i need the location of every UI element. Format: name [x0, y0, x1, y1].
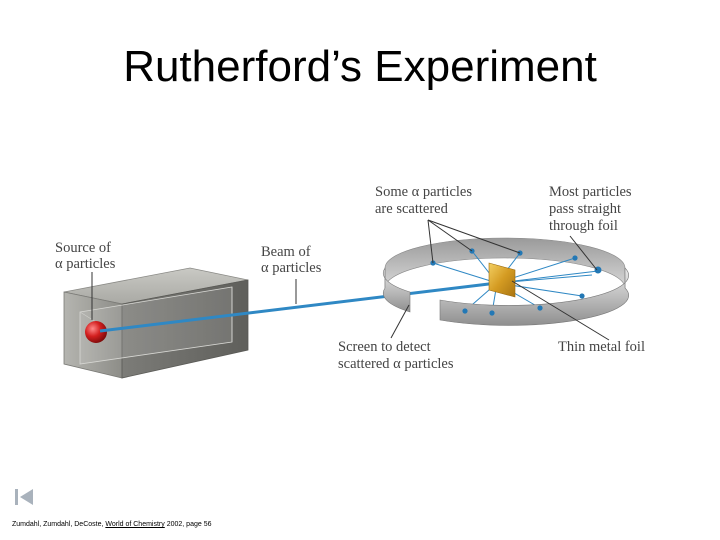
- citation-rest: 2002, page 56: [164, 521, 212, 528]
- screen-ring-front-right: [439, 267, 629, 326]
- label-scattered-line1: Some α particles: [375, 184, 472, 200]
- label-screen: Screen to detect scattered α particles: [338, 339, 454, 372]
- label-scattered-line2: are scattered: [375, 201, 449, 217]
- label-most-line3: through foil: [549, 218, 618, 234]
- label-screen-line1: Screen to detect: [338, 339, 431, 355]
- label-screen-line2: scattered α particles: [338, 356, 454, 372]
- label-most-line2: pass straight: [549, 201, 621, 217]
- slide-title: Rutherford’s Experiment: [123, 42, 597, 91]
- detection-dots: [430, 248, 602, 316]
- citation: Zumdahl, Zumdahl, DeCoste, World of Chem…: [12, 521, 211, 528]
- first-slide-icon[interactable]: [13, 486, 35, 508]
- leader-lines: [91, 219, 610, 341]
- alpha-beam: [99, 281, 498, 333]
- label-foil-line1: Thin metal foil: [558, 339, 645, 355]
- label-source-line1: Source of: [55, 240, 111, 256]
- label-scattered: Some α particles are scattered: [375, 184, 476, 217]
- alpha-source-sphere: [85, 321, 107, 343]
- citation-book-link[interactable]: World of Chemistry: [105, 521, 165, 528]
- label-beam-line2: α particles: [261, 260, 322, 276]
- screen-ring-front-left: [382, 267, 411, 313]
- label-most-line1: Most particles: [549, 184, 632, 200]
- label-source: Source of α particles: [55, 240, 116, 272]
- label-foil: Thin metal foil: [558, 339, 645, 355]
- label-beam-line1: Beam of: [261, 244, 311, 260]
- label-source-line2: α particles: [55, 256, 116, 272]
- citation-authors: Zumdahl, Zumdahl, DeCoste,: [12, 521, 106, 528]
- label-most-particles: Most particles pass straight through foi…: [549, 184, 635, 234]
- gold-foil: [488, 262, 516, 298]
- label-beam: Beam of α particles: [261, 244, 322, 276]
